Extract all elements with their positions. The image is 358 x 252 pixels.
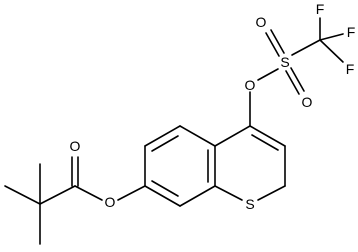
atom-labels: O O S O S O O F F F <box>70 1 356 212</box>
bond-s-o-upper-a <box>265 32 280 57</box>
bond-ring-inner-3 <box>151 135 179 152</box>
bond-ring-c4a-c5 <box>179 125 216 147</box>
atom-label-o-ester: O <box>105 194 116 210</box>
bond-c3-c4-b <box>251 134 279 151</box>
atom-label-s-triflate: S <box>280 54 289 70</box>
bond-tbu-carbonyl <box>39 185 76 205</box>
atom-label-f-right-lower: F <box>346 61 355 77</box>
bond-ring-c8-c8a <box>179 185 216 207</box>
atom-label-o-sulfonyl-upper: O <box>256 14 267 30</box>
bonds <box>4 17 344 245</box>
bond-c-f-right-upper <box>319 33 344 41</box>
bond-ring-c7-c8 <box>144 185 181 207</box>
bond-ring-inner-1 <box>151 180 179 197</box>
atom-label-o-sulfonyl-lower: O <box>302 94 313 110</box>
bond-s-o-lower-b <box>290 67 305 92</box>
bond-ring-c5-c6 <box>144 125 181 147</box>
atom-label-s-ring: S <box>245 196 254 212</box>
bond-c3-c4-a <box>249 125 286 147</box>
bond-c8a-s <box>214 185 243 201</box>
bond-s-c2 <box>257 185 286 201</box>
bond-s-o-lower-a <box>285 70 300 95</box>
bond-ester-o-ring <box>117 185 146 201</box>
bond-tbu-methyl-left <box>4 185 41 205</box>
bond-o-s <box>257 68 279 81</box>
atom-label-o-triflate: O <box>245 77 256 93</box>
atom-label-o-carbonyl: O <box>70 138 81 154</box>
bond-c4-c4a <box>214 125 251 147</box>
bond-s-cf3 <box>291 39 321 56</box>
bond-ester-c-o <box>74 185 103 201</box>
bond-s-o-upper-b <box>270 29 285 54</box>
atom-label-f-top: F <box>316 1 325 17</box>
bond-c-f-right-lower <box>319 39 344 63</box>
atom-label-f-right-upper: F <box>347 24 356 40</box>
